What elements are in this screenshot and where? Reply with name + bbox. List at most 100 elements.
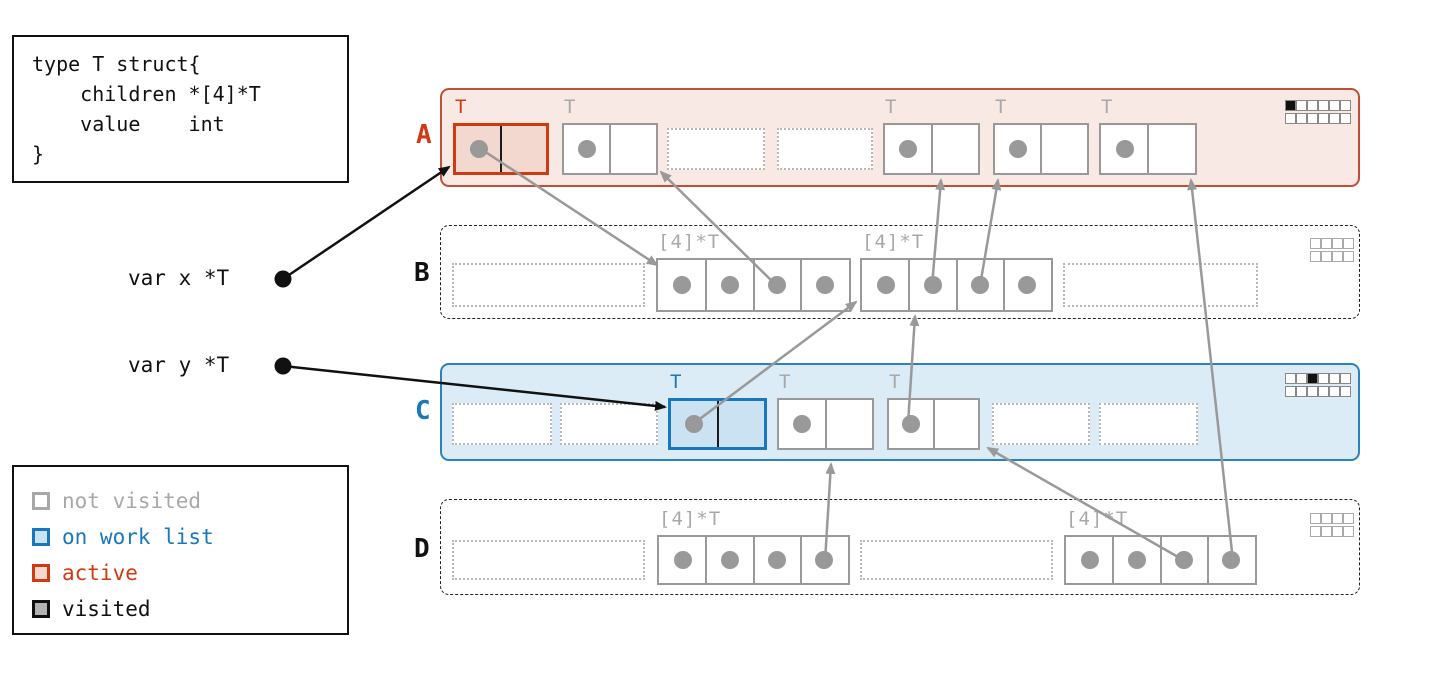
cell-divider (799, 537, 802, 583)
cell-divider (704, 260, 707, 310)
bitmap-cell (1307, 373, 1318, 384)
cell-divider (1147, 125, 1149, 173)
bitmap-cell (1310, 251, 1321, 262)
bitmap-cell (1307, 100, 1318, 111)
pointer-field-dot (1018, 276, 1037, 294)
bitmap-cell (1296, 386, 1307, 397)
variable-pointer-dot (274, 270, 292, 288)
cell-divider (1112, 537, 1115, 583)
span-label-B: B (414, 258, 430, 288)
bitmap-cell (1321, 251, 1332, 262)
bitmap-cell (1310, 526, 1321, 537)
pointer-field-dot (720, 551, 739, 569)
pointer-field-dot (673, 551, 692, 569)
code-line: children *[4]*T (32, 82, 261, 106)
bitmap-cell (1343, 238, 1354, 249)
pointer-field-dot (971, 276, 990, 294)
mark-bitmap-icon (1285, 373, 1351, 397)
span-label-C: C (415, 396, 431, 426)
span-label-D: D (414, 534, 430, 564)
code-line: type T struct{ (32, 52, 201, 76)
bitmap-cell (1321, 513, 1332, 524)
object-type-label: T (670, 371, 683, 393)
bitmap-cell (1321, 238, 1332, 249)
object-type-label: [4]*T (659, 508, 722, 530)
code-line: } (32, 142, 45, 166)
pointer-field-dot (899, 140, 918, 158)
bitmap-cell (1296, 100, 1307, 111)
legend-item-visited: visited (32, 591, 347, 627)
bitmap-row (1310, 526, 1354, 537)
bitmap-cell (1329, 113, 1340, 124)
bitmap-cell (1340, 373, 1351, 384)
object-type-label: [4]*T (1066, 508, 1129, 530)
heap-object-A-visited (883, 123, 980, 175)
pointer-field-dot (815, 551, 834, 569)
cell-divider (752, 260, 755, 310)
cell-divider (908, 260, 911, 310)
mark-bitmap-icon (1310, 513, 1354, 537)
bitmap-cell (1307, 113, 1318, 124)
not-visited-swatch-icon (32, 492, 50, 510)
free-slot (452, 403, 552, 445)
cell-divider (716, 401, 719, 447)
object-type-label: [4]*T (658, 231, 721, 253)
pointer-field-dot (1115, 140, 1134, 158)
bitmap-cell (1332, 251, 1343, 262)
free-slot (1063, 263, 1258, 307)
cell-divider (705, 537, 708, 583)
legend-item-not-visited: not visited (32, 483, 347, 519)
legend-label: on work list (62, 525, 214, 549)
bitmap-row (1285, 373, 1351, 384)
pointer-field-dot (876, 276, 895, 294)
bitmap-cell (1318, 113, 1329, 124)
bitmap-row (1285, 113, 1351, 124)
array-object-B (656, 258, 851, 312)
object-type-label: T (889, 371, 902, 393)
array-object-D (1064, 535, 1257, 585)
object-type-label: T (1101, 96, 1114, 118)
bitmap-cell (1285, 386, 1296, 397)
cell-divider (932, 400, 935, 448)
visited-swatch-icon (32, 600, 50, 618)
legend-label: not visited (62, 489, 202, 513)
bitmap-cell (1329, 100, 1340, 111)
pointer-field-dot (720, 276, 739, 294)
pointer-field-dot (672, 276, 691, 294)
span-label-A: A (416, 120, 432, 150)
cell-divider (1040, 125, 1042, 173)
bitmap-row (1310, 251, 1354, 262)
bitmap-cell (1343, 251, 1354, 262)
pointer-field-dot (816, 276, 835, 294)
legend-label: visited (62, 597, 151, 621)
variable-pointer-dot (274, 357, 292, 375)
cell-divider (1206, 537, 1209, 583)
cell-divider (609, 125, 611, 173)
bitmap-cell (1340, 113, 1351, 124)
pointer-field-dot (1009, 140, 1027, 158)
bitmap-cell (1310, 513, 1321, 524)
var-x-label: var x *T (128, 266, 230, 290)
bitmap-cell (1307, 386, 1318, 397)
pointer-field-dot (793, 415, 812, 433)
bitmap-cell (1310, 238, 1321, 249)
bitmap-cell (1321, 526, 1332, 537)
bitmap-row (1285, 100, 1351, 111)
heap-object-C-visited (887, 398, 980, 450)
bitmap-cell (1285, 373, 1296, 384)
cell-divider (1159, 537, 1162, 583)
pointer-field-dot (923, 276, 942, 294)
var-y-label: var y *T (128, 353, 230, 377)
bitmap-cell (1285, 113, 1296, 124)
free-slot (667, 128, 765, 170)
pointer-field-dot (1080, 551, 1099, 569)
pointer-field-dot (578, 140, 596, 158)
cell-divider (930, 125, 933, 173)
pointer-field-dot (1222, 551, 1241, 569)
free-slot (452, 540, 645, 580)
object-type-label: T (564, 96, 577, 118)
free-slot (860, 540, 1053, 580)
bitmap-row (1310, 513, 1354, 524)
object-type-label: T (779, 371, 792, 393)
